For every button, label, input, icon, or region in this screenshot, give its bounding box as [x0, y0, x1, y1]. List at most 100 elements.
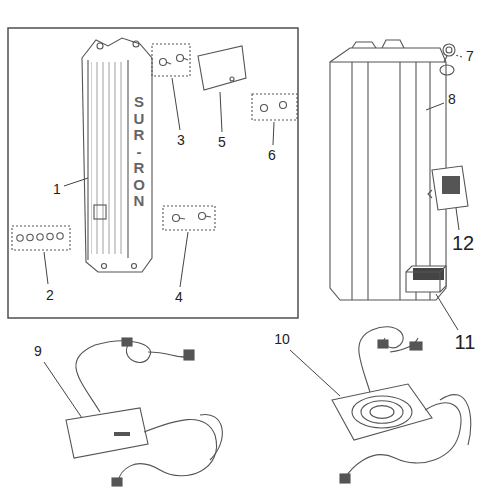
label-holder: 12: [452, 232, 474, 254]
group-frame: [8, 28, 298, 318]
callout-number: 8: [448, 92, 456, 107]
screw-set: [173, 215, 180, 222]
label-holder: 8: [448, 92, 456, 107]
controller: [82, 38, 152, 272]
screw-set: [17, 233, 63, 241]
charge-port-cap: [443, 44, 455, 56]
controller: [132, 264, 137, 269]
bms-module: [406, 266, 446, 292]
screw-set: [152, 44, 190, 76]
screw-set: [152, 44, 190, 76]
battery-pack: [429, 62, 430, 300]
screw-set: [179, 218, 185, 219]
controller: [133, 41, 139, 47]
callout-number: 12: [452, 232, 474, 254]
label-holder: 11: [455, 331, 476, 353]
charger: [122, 338, 132, 346]
charger: [114, 432, 130, 436]
screw-set: [199, 213, 206, 220]
charger: [112, 478, 122, 486]
label-holder: 6: [268, 148, 276, 163]
charge-port-cap: [440, 65, 454, 75]
leader-line: [180, 232, 188, 287]
charger: [200, 414, 222, 460]
screw-set: [160, 59, 167, 66]
battery-pack: [351, 62, 352, 300]
label-holder: 2: [46, 288, 54, 303]
callout-number: 1: [53, 182, 61, 197]
charger: [66, 408, 148, 458]
screw-set: [177, 55, 184, 62]
charge-port-cap: [444, 56, 447, 62]
callout-number: 9: [34, 344, 42, 359]
controller: [94, 205, 106, 219]
bms-module: [406, 266, 446, 292]
label-holder: 10: [274, 332, 290, 347]
leader-line: [455, 55, 462, 57]
callout-number: 6: [268, 148, 276, 163]
charger: [410, 342, 422, 350]
label-holder: 3: [177, 133, 185, 148]
label-holder: SUR-RON: [132, 94, 147, 210]
leader-line: [456, 208, 459, 230]
screw-set: [57, 233, 63, 239]
battery-pack: [352, 40, 404, 48]
charger: [332, 384, 432, 440]
charger: [118, 420, 217, 482]
group-frame: [8, 28, 298, 318]
charger: [332, 327, 471, 483]
label-holder: 5: [218, 135, 226, 150]
callout-number: 7: [466, 49, 474, 64]
cover-plate: [198, 46, 246, 90]
charge-port-cap: [440, 44, 455, 75]
screw-set: [261, 105, 268, 112]
charge-port-cap: [446, 47, 452, 53]
controller: [97, 43, 103, 49]
bms-module: [413, 268, 444, 280]
leader-line: [44, 252, 48, 284]
leader-line: [220, 92, 222, 132]
callout-number: 3: [177, 133, 185, 148]
callout-number: 10: [274, 332, 290, 347]
battery-pack: [399, 62, 400, 300]
connector-bracket: [428, 166, 468, 210]
battery-pack: [330, 40, 446, 300]
label-holder: 4: [175, 290, 183, 305]
charger: [340, 474, 350, 483]
screw-set: [183, 58, 188, 60]
parts-illustration: [8, 28, 471, 486]
leader-line: [290, 350, 340, 396]
charger: [184, 350, 194, 360]
callout-number: 5: [218, 135, 226, 150]
controller: [87, 60, 88, 260]
charger: [359, 327, 403, 392]
screw-set: [280, 102, 287, 109]
screw-set: [252, 94, 297, 120]
charger: [345, 403, 461, 478]
screw-set: [163, 206, 215, 230]
charger: [352, 396, 412, 428]
battery-pack: [330, 48, 446, 300]
charger: [361, 401, 403, 423]
leader-line: [273, 122, 274, 145]
charger: [66, 338, 222, 486]
connector-bracket: [428, 190, 432, 198]
cover-plate: [198, 46, 246, 90]
connector-bracket: [432, 166, 468, 210]
label-holder: 1: [53, 182, 61, 197]
controller: [127, 60, 128, 258]
battery-pack: [415, 62, 416, 300]
screw-set: [205, 216, 211, 217]
brand-lettering: SUR-RON: [132, 94, 147, 210]
bms-module: [406, 266, 446, 292]
charger: [370, 406, 394, 419]
leader-line: [426, 103, 444, 110]
charger: [76, 341, 151, 412]
screw-set: [12, 226, 70, 250]
controller: [102, 264, 107, 269]
cover-plate: [230, 77, 234, 81]
battery-pack: [330, 61, 446, 62]
leader-line: [44, 55, 462, 418]
label-holder: 9: [34, 344, 42, 359]
